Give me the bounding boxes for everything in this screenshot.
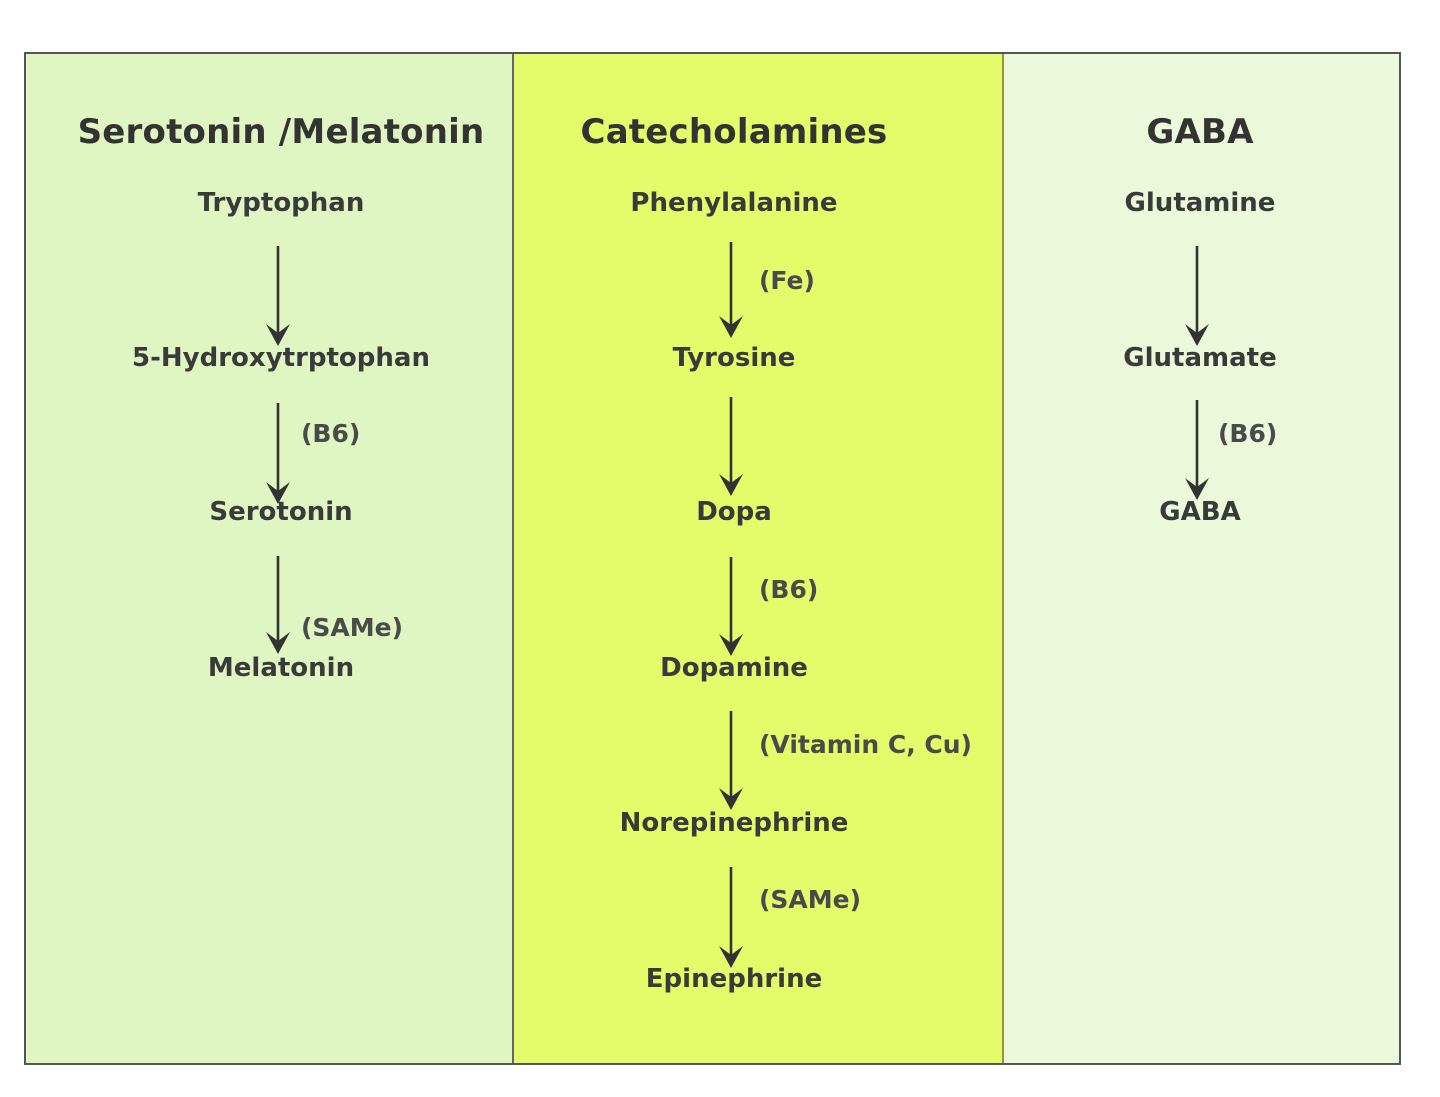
serotonin-melatonin-column: Serotonin /Melatonin Tryptophan 5-Hydroxy…: [26, 54, 514, 1063]
step-glutamine: Glutamine: [1124, 188, 1276, 218]
step-tyrosine: Tyrosine: [672, 343, 796, 373]
step-epinephrine: Epinephrine: [645, 964, 823, 994]
cofactor-label: (B6): [1218, 419, 1278, 448]
arrow-down-icon: [719, 242, 743, 338]
arrow-down-icon: [1185, 246, 1209, 346]
cofactor-label: (B6): [759, 575, 819, 604]
column-title-gaba: GABA: [1146, 112, 1254, 152]
arrow-down-icon: [1185, 400, 1209, 500]
cofactor-label: (SAMe): [759, 885, 862, 914]
step-melatonin: Melatonin: [207, 653, 355, 683]
step-serotonin: Serotonin: [209, 497, 353, 527]
step-glutamate: Glutamate: [1123, 343, 1277, 373]
arrow-down-icon: [719, 711, 743, 810]
cofactor-label: (Fe): [759, 266, 815, 295]
step-dopamine: Dopamine: [660, 653, 808, 683]
cofactor-label: (B6): [301, 419, 361, 448]
column-title-catecholamines: Catecholamines: [580, 112, 888, 152]
step-dopa: Dopa: [696, 497, 772, 527]
step-phenylalanine: Phenylalanine: [630, 188, 838, 218]
step-tryptophan: Tryptophan: [197, 188, 365, 218]
cofactor-label: (SAMe): [301, 613, 404, 642]
arrow-down-icon: [719, 867, 743, 968]
arrow-down-icon: [266, 403, 290, 504]
arrow-down-icon: [719, 397, 743, 496]
arrow-down-icon: [719, 557, 743, 656]
step-5-hydroxytrptophan: 5-Hydroxytrptophan: [132, 343, 430, 373]
arrow-down-icon: [266, 246, 290, 346]
arrow-down-icon: [266, 556, 290, 654]
column-title-serotonin-melatonin: Serotonin /Melatonin: [77, 112, 485, 152]
step-norepinephrine: Norepinephrine: [619, 808, 849, 838]
step-gaba: GABA: [1159, 497, 1241, 527]
pathway-diagram: Serotonin /Melatonin Tryptophan 5-Hydroxy…: [24, 52, 1401, 1065]
cofactor-label: (Vitamin C, Cu): [759, 730, 972, 759]
